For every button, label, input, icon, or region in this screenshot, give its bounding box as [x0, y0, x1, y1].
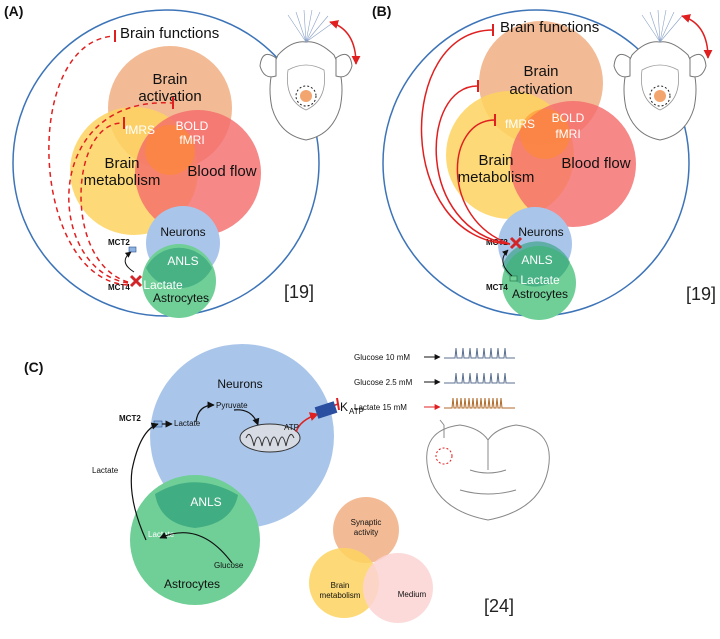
panel-b-label: (B) — [372, 3, 391, 19]
neurons-label-c: Neurons — [217, 377, 262, 391]
whisker-arrow-icon-b — [681, 14, 713, 59]
bold-label: BOLD — [176, 119, 209, 133]
lactate-neuron-label: Lactate — [174, 419, 201, 428]
neurons-label: Neurons — [160, 225, 205, 239]
mouse-head-icon-b — [613, 9, 707, 141]
brain-metabolism-label-b-2: metabolism — [458, 169, 535, 186]
whisker-arrow-icon — [329, 20, 361, 65]
mct4-transporter-icon-b — [509, 275, 518, 282]
block-x-icon-b — [509, 236, 523, 250]
panel-c: (C) Neurons ANLS Astrocytes Pyruvate Lac… — [24, 344, 550, 623]
panel-b-reference: [19] — [686, 284, 716, 304]
anls-label: ANLS — [167, 254, 198, 268]
brain-functions-label: Brain functions — [120, 25, 219, 42]
mct2-label-c: MCT2 — [119, 414, 141, 423]
glucose-label: Glucose — [214, 561, 244, 570]
synaptic-activity-circle — [333, 497, 399, 563]
recording-label-glucose-10: Glucose 10 mM — [354, 353, 410, 362]
katp-label: K — [340, 400, 348, 414]
fmri-label-b: fMRI — [555, 127, 580, 141]
lactate-label-b: Lactate — [520, 273, 560, 287]
medium-circle — [363, 553, 433, 623]
brain-metabolism-label: Brain — [104, 155, 139, 172]
medium-label: Medium — [398, 590, 427, 599]
brain-metabolism-label-b: Brain — [478, 152, 513, 169]
inhibition-dashed-lines — [48, 35, 174, 286]
brain-metabolism-circle-c — [309, 548, 379, 618]
fmrs-label: fMRS — [125, 123, 155, 137]
panel-a-outer-circle — [12, 9, 320, 317]
brain-metabolism-label-c: Brain — [331, 581, 350, 590]
brain-metabolism-label-2: metabolism — [84, 172, 161, 189]
bold-label-b: BOLD — [552, 111, 585, 125]
recording-label-lactate-15: Lactate 15 mM — [354, 403, 407, 412]
brain-activation-label-b-2: activation — [509, 81, 572, 98]
brain-activation-label-b: Brain — [523, 63, 558, 80]
fmri-label: fMRI — [179, 133, 204, 147]
katp-channel-icon — [314, 401, 338, 419]
anls-label-c: ANLS — [190, 495, 221, 509]
brain-functions-label-b: Brain functions — [500, 19, 599, 36]
recording-traces: Glucose 10 mM Glucose 2.5 mM Lactate 15 … — [354, 347, 515, 412]
lactate-extracellular-label: Lactate — [92, 466, 119, 475]
trace-lactate-15 — [444, 397, 515, 409]
inhibition-solid-lines — [420, 29, 511, 245]
brain-activation-label-2: activation — [138, 88, 201, 105]
lactate-label: Lactate — [143, 278, 183, 292]
mct4-label: MCT4 — [108, 283, 130, 292]
blood-flow-label-b: Blood flow — [561, 155, 630, 172]
mct2-transporter-icon — [128, 246, 137, 253]
mct4-label-b: MCT4 — [486, 283, 508, 292]
brain-activation-label: Brain — [152, 71, 187, 88]
astrocytes-label: Astrocytes — [153, 291, 209, 305]
neurons-label-b: Neurons — [518, 225, 563, 239]
brain-slice-icon — [426, 419, 550, 521]
panel-b: (B) Brain activation Brain metabolism Bl… — [372, 3, 716, 320]
mouse-head-icon — [259, 9, 353, 141]
mct2-label: MCT2 — [108, 238, 130, 247]
panel-a-reference: [19] — [284, 282, 314, 302]
pyruvate-label: Pyruvate — [216, 401, 248, 410]
trace-glucose-10 — [444, 347, 515, 359]
synaptic-activity-label-2: activity — [354, 528, 378, 537]
atp-label: ATP — [284, 423, 299, 432]
fmrs-label-b: fMRS — [505, 117, 535, 131]
panel-a-label: (A) — [4, 3, 23, 19]
block-x-icon — [129, 274, 143, 288]
panel-c-label: (C) — [24, 359, 43, 375]
astrocytes-label-c: Astrocytes — [164, 577, 220, 591]
panel-a: (A) Brain activation Brain metabolism Bl… — [4, 3, 361, 318]
panel-c-reference: [24] — [484, 596, 514, 616]
astrocytes-label-b: Astrocytes — [512, 287, 568, 301]
synaptic-activity-label: Synaptic — [351, 518, 382, 527]
trace-glucose-2-5 — [444, 372, 515, 384]
blood-flow-label: Blood flow — [187, 163, 256, 180]
katp-subscript: ATP — [349, 407, 364, 416]
recording-label-glucose-2-5: Glucose 2.5 mM — [354, 378, 413, 387]
brain-metabolism-label-c-2: metabolism — [320, 591, 361, 600]
mitochondrion-icon — [239, 423, 301, 453]
anls-label-b: ANLS — [521, 253, 552, 267]
